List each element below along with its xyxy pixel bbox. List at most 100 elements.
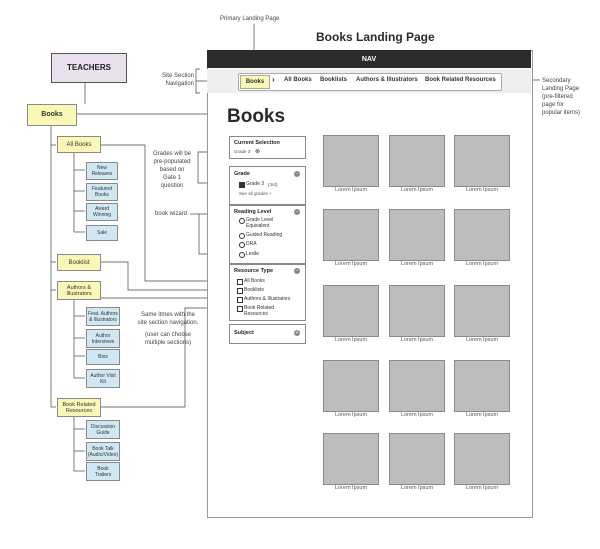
book-thumbnail[interactable] <box>323 433 379 485</box>
book-caption[interactable]: Lorem Ipsum <box>465 261 499 267</box>
subnav-container <box>238 73 502 91</box>
reading-level-panel: Reading Level − Grade Level Equivalent G… <box>229 205 306 264</box>
book-thumbnail[interactable] <box>323 135 379 187</box>
subnav-all-books[interactable]: All Books <box>284 77 312 83</box>
sitemap-author-interviews: Author Interviews <box>86 329 120 348</box>
reading-option-grade-level: Grade Level Equivalent <box>246 217 274 229</box>
reading-option-lexile: Lexile <box>246 251 260 257</box>
sitemap-featured-books: Featured Books <box>86 183 118 201</box>
book-caption[interactable]: Lorem Ipsum <box>334 485 368 491</box>
sitemap-award-winning: Award Winning <box>86 203 118 221</box>
book-thumbnail[interactable] <box>389 433 445 485</box>
page-title: Books Landing Page <box>316 30 435 44</box>
primary-landing-label: Primary Landing Page <box>220 16 280 22</box>
book-caption[interactable]: Lorem Ipsum <box>400 412 434 418</box>
book-caption[interactable]: Lorem Ipsum <box>400 485 434 491</box>
subnav-authors-illustrators[interactable]: Authors & Illustrators <box>356 77 418 83</box>
expand-icon[interactable]: + <box>294 330 300 336</box>
resource-option-all-books: All Books <box>244 278 265 284</box>
book-caption[interactable]: Lorem Ipsum <box>400 261 434 267</box>
book-caption[interactable]: Lorem Ipsum <box>334 337 368 343</box>
collapse-icon[interactable]: − <box>294 209 300 215</box>
sitemap-authors: Authors & Illustrators <box>57 281 101 300</box>
book-caption[interactable]: Lorem Ipsum <box>400 337 434 343</box>
see-all-grades-link[interactable]: See all grades + <box>239 191 272 196</box>
current-selection-value: Grade 3 <box>234 149 251 154</box>
book-thumbnail[interactable] <box>454 360 510 412</box>
book-thumbnail[interactable] <box>389 135 445 187</box>
sitemap-books: Books <box>27 104 77 126</box>
book-wizard-note: book wizard <box>155 211 188 217</box>
book-thumbnail[interactable] <box>454 135 510 187</box>
subject-panel: Subject + <box>229 324 306 344</box>
book-caption[interactable]: Lorem Ipsum <box>465 412 499 418</box>
grade-heading: Grade <box>234 171 250 177</box>
book-thumbnail[interactable] <box>454 209 510 261</box>
sitemap-all-books: All Books <box>57 136 101 153</box>
checkbox-authors[interactable] <box>237 297 243 303</box>
subject-heading: Subject <box>234 330 254 336</box>
sitemap-book-talk: Book Talk (Audio/Video) <box>86 442 120 461</box>
book-thumbnail[interactable] <box>323 360 379 412</box>
book-thumbnail[interactable] <box>323 285 379 337</box>
radio-lexile[interactable] <box>239 252 245 258</box>
checkbox-all-books[interactable] <box>237 279 243 285</box>
resource-option-resources: Book Related Resources <box>244 305 275 317</box>
book-caption[interactable]: Lorem Ipsum <box>465 187 499 193</box>
grades-note: Grades will be pre-populated based on Ga… <box>152 151 191 189</box>
grade-panel: Grade − Grade 3 (3rd) See all grades + <box>229 166 306 205</box>
book-caption[interactable]: Lorem Ipsum <box>400 187 434 193</box>
book-caption[interactable]: Lorem Ipsum <box>334 261 368 267</box>
secondary-landing-label: Secondary Landing Page (pre-filtered pag… <box>542 78 581 116</box>
checkbox-resources[interactable] <box>237 306 243 312</box>
main-nav[interactable]: NAV <box>207 50 531 68</box>
sitemap-featured-authors: Feat. Authors & Illustrators <box>86 307 120 326</box>
sitemap-booklist: Booklist <box>57 254 101 271</box>
sitemap-book-trailers: Book Trailers <box>86 462 120 481</box>
remove-icon[interactable]: ⊗ <box>255 149 261 155</box>
resource-type-heading: Resource Type <box>234 268 274 274</box>
book-caption[interactable]: Lorem Ipsum <box>465 337 499 343</box>
grade-option: Grade 3 <box>246 181 265 187</box>
current-selection-panel: Current Selection Grade 3 ⊗ <box>229 136 306 159</box>
sitemap-author-visit-kit: Author Visit Kit <box>86 369 120 388</box>
book-thumbnail[interactable] <box>389 285 445 337</box>
subnav-booklists[interactable]: Booklists <box>320 77 348 83</box>
subnav-books[interactable]: Books <box>240 75 270 89</box>
book-thumbnail[interactable] <box>454 433 510 485</box>
collapse-icon[interactable]: − <box>294 171 300 177</box>
radio-guided-reading[interactable] <box>239 233 245 239</box>
current-selection-heading: Current Selection <box>234 140 280 146</box>
sitemap-book-related-resources: Book Related Resources <box>57 398 101 417</box>
resource-option-authors: Authors & Illustrators <box>244 296 291 302</box>
sitemap-bios: Bios <box>86 349 120 365</box>
reading-level-heading: Reading Level <box>234 209 272 215</box>
sitemap-new-releases: New Releases <box>86 162 118 180</box>
same-items-note: Same itmes with the site section navigat… <box>137 312 199 326</box>
reading-option-dra: DRA <box>246 241 257 247</box>
collapse-icon[interactable]: − <box>294 268 300 274</box>
reading-option-guided: Guided Reading <box>246 232 283 238</box>
book-thumbnail[interactable] <box>389 360 445 412</box>
chevron-right-icon: › <box>272 75 275 84</box>
book-thumbnail[interactable] <box>323 209 379 261</box>
book-thumbnail[interactable] <box>454 285 510 337</box>
resource-option-booklists: Booklists <box>244 287 265 293</box>
grade-checkbox[interactable] <box>239 182 245 188</box>
book-caption[interactable]: Lorem Ipsum <box>465 485 499 491</box>
wireframe-books-title: Books <box>227 106 286 127</box>
site-section-nav-label: Site Section Navigation <box>161 73 194 87</box>
book-caption[interactable]: Lorem Ipsum <box>334 412 368 418</box>
sitemap-teachers: TEACHERS <box>51 53 127 83</box>
sitemap-sale: Sale <box>86 225 118 241</box>
resource-type-panel: Resource Type − All Books Booklists Auth… <box>229 264 306 321</box>
radio-dra[interactable] <box>239 242 245 248</box>
subnav-book-related-resources[interactable]: Book Related Resources <box>425 77 496 83</box>
radio-grade-level[interactable] <box>239 218 245 224</box>
checkbox-booklists[interactable] <box>237 288 243 294</box>
sitemap-discussion-guide: Discussion Guide <box>86 420 120 439</box>
choose-multiple-note: (user can choose multiple sections) <box>144 332 192 346</box>
book-thumbnail[interactable] <box>389 209 445 261</box>
grade-option-note: (3rd) <box>268 182 278 187</box>
book-caption[interactable]: Lorem Ipsum <box>334 187 368 193</box>
